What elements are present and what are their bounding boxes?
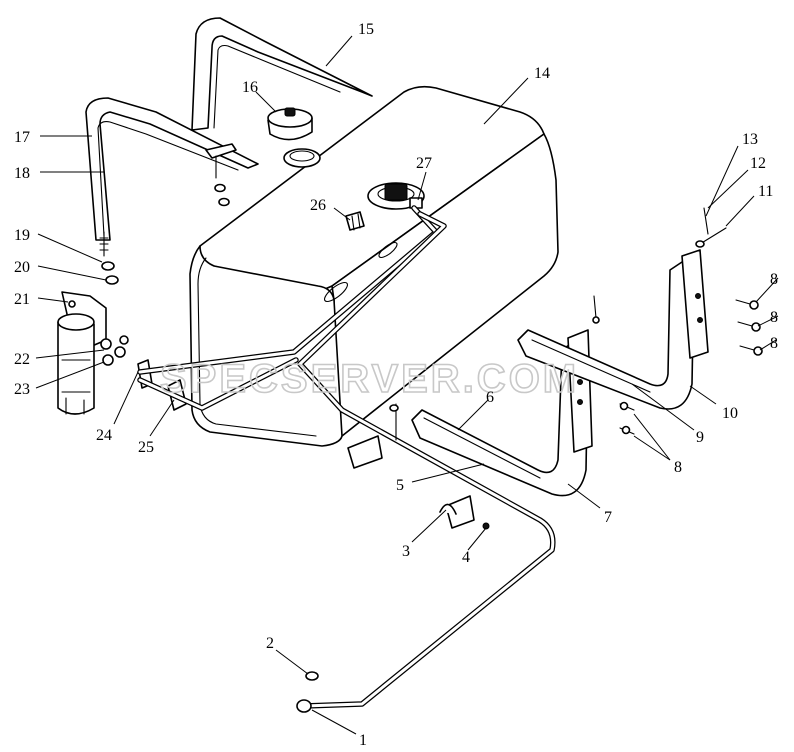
tank-bracket-rear bbox=[517, 249, 709, 410]
fuel-line-end-1 bbox=[296, 699, 312, 713]
callout-13: 13 bbox=[742, 131, 758, 148]
strap-fasteners-rear bbox=[214, 155, 230, 207]
fuel-level-sender bbox=[367, 182, 425, 210]
fuel-supply-line bbox=[137, 205, 556, 709]
leader-lines bbox=[35, 35, 779, 735]
callout-2: 2 bbox=[266, 635, 274, 652]
callout-22: 22 bbox=[14, 351, 30, 368]
callout-26: 26 bbox=[310, 197, 326, 214]
fuel-line-fitting-2 bbox=[305, 671, 319, 681]
callout-19: 19 bbox=[14, 227, 30, 244]
callout-11: 11 bbox=[758, 183, 773, 200]
callout-8c: 8 bbox=[770, 335, 778, 352]
mounting-bolt-11 bbox=[699, 227, 727, 245]
callout-3: 3 bbox=[402, 543, 410, 560]
filter-fittings bbox=[100, 335, 129, 366]
callout-15: 15 bbox=[358, 21, 374, 38]
callout-8a: 8 bbox=[770, 271, 778, 288]
callout-10: 10 bbox=[722, 405, 738, 422]
watermark: SPECSERVER.COM bbox=[160, 357, 579, 401]
callout-4: 4 bbox=[462, 549, 470, 566]
line-bracket-lower bbox=[439, 458, 490, 530]
strap-bolt-front bbox=[99, 231, 109, 257]
callout-5: 5 bbox=[396, 477, 404, 494]
callout-12: 12 bbox=[750, 155, 766, 172]
mounting-washer-13 bbox=[695, 240, 705, 248]
line-bracket-upper bbox=[347, 403, 399, 469]
callout-25: 25 bbox=[138, 439, 154, 456]
callout-8b: 8 bbox=[770, 309, 778, 326]
strap-nut-front bbox=[105, 275, 119, 285]
bracket-bolts bbox=[592, 295, 763, 435]
hose-clip bbox=[345, 211, 365, 231]
callout-27: 27 bbox=[416, 155, 432, 172]
callout-8d: 8 bbox=[674, 459, 682, 476]
strap-washer-front bbox=[101, 261, 115, 271]
tank-strap-front bbox=[85, 97, 259, 241]
callout-1: 1 bbox=[359, 732, 367, 749]
callout-9: 9 bbox=[696, 429, 704, 446]
fuel-cap bbox=[267, 107, 313, 141]
tank-strap-rear bbox=[191, 17, 373, 131]
callout-21: 21 bbox=[14, 291, 30, 308]
callout-labels: 1 2 3 4 5 6 7 8 8 8 8 9 10 11 12 13 14 1… bbox=[14, 21, 778, 749]
callout-7: 7 bbox=[604, 509, 612, 526]
callout-14: 14 bbox=[534, 65, 550, 82]
callout-6: 6 bbox=[486, 389, 494, 406]
filler-neck bbox=[283, 148, 321, 168]
fuel-filter bbox=[57, 291, 107, 415]
callout-16: 16 bbox=[242, 79, 258, 96]
callout-17: 17 bbox=[14, 129, 30, 146]
callout-18: 18 bbox=[14, 165, 30, 182]
callout-20: 20 bbox=[14, 259, 30, 276]
callout-24: 24 bbox=[96, 427, 112, 444]
callout-23: 23 bbox=[14, 381, 30, 398]
mounting-bolt-12 bbox=[703, 207, 709, 235]
